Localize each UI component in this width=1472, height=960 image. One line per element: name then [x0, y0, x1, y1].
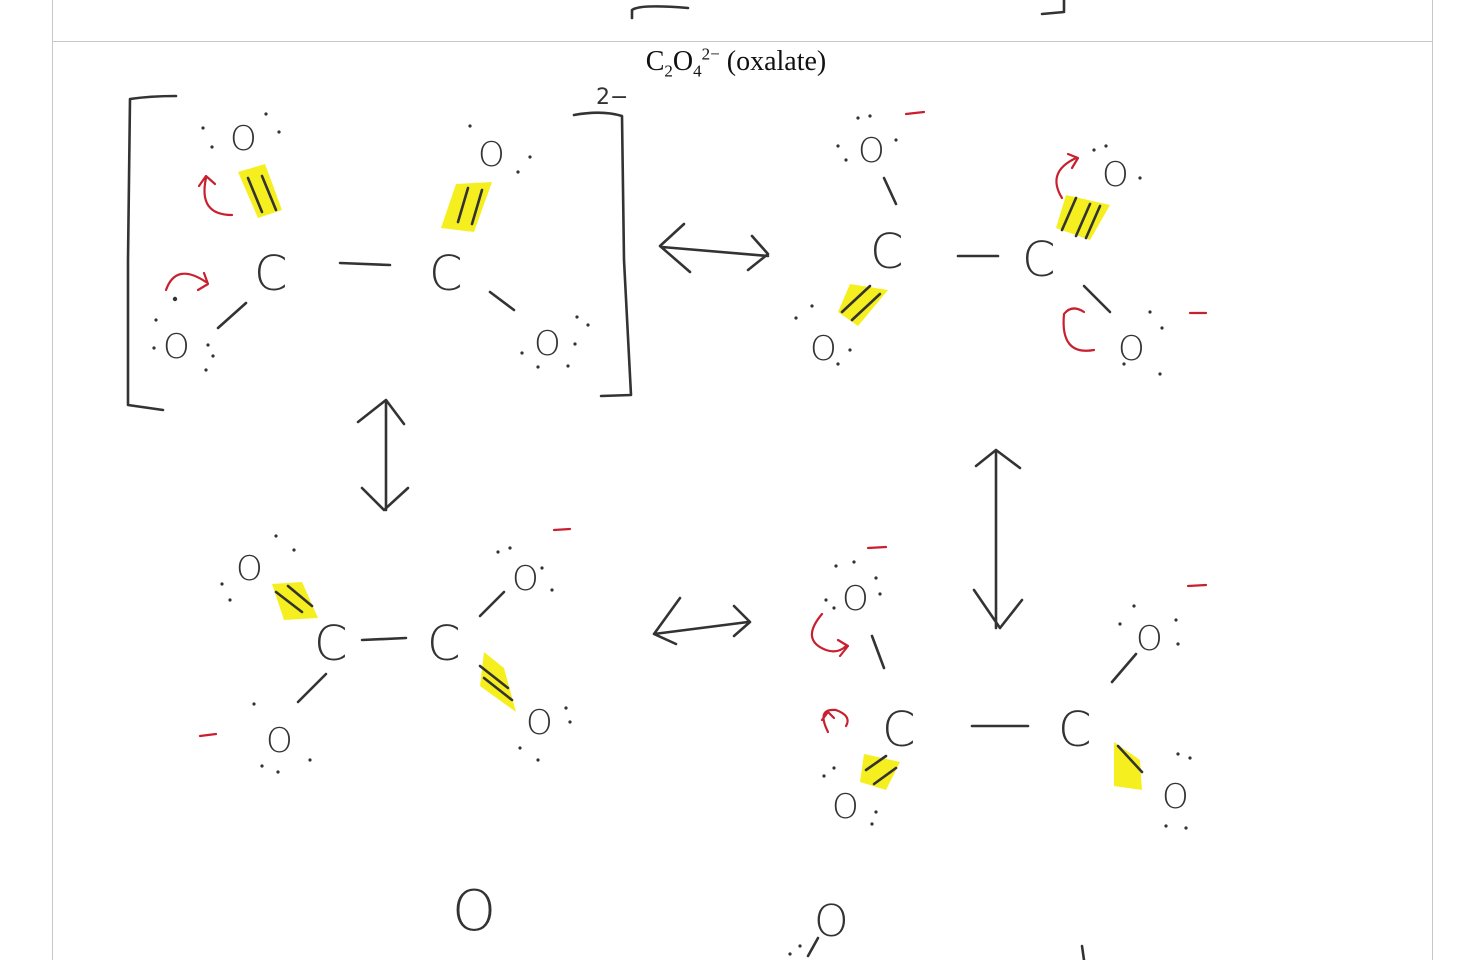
oxygen-atom: O: [832, 787, 859, 827]
resonance-structure-3: O O O O C C: [198, 527, 572, 774]
double-bond: [1060, 196, 1102, 240]
highlight: [1114, 742, 1142, 790]
oxygen-atom: O: [236, 549, 263, 589]
formal-charge: [866, 545, 888, 550]
single-bond: [1082, 284, 1112, 314]
previous-section-panel: [52, 0, 1433, 42]
single-bond: [296, 672, 328, 704]
oxygen-atom: O: [526, 703, 553, 743]
previous-section-remnant: [630, 0, 1066, 20]
single-bond: [870, 634, 886, 670]
carbon-atom: C: [870, 224, 904, 280]
highlight: [272, 582, 318, 620]
resonance-arrow: [972, 448, 1024, 630]
oxygen-atom: O: [534, 324, 561, 364]
electron-arrow: [820, 708, 849, 734]
carbon-atom: C: [1058, 702, 1092, 758]
resonance-structure-4: O O O O C C: [810, 545, 1208, 830]
single-bond: [806, 936, 820, 958]
formula-oxygen: O: [672, 46, 694, 77]
double-bond: [246, 174, 278, 214]
oxygen-atom: O: [1162, 777, 1189, 817]
single-bond: [360, 636, 408, 642]
next-structure-partial: O O: [452, 879, 1086, 960]
carbon-atom: C: [427, 616, 461, 672]
electron-arrow: [164, 271, 210, 292]
highlight: [860, 754, 900, 790]
oxygen-atom: O: [478, 135, 505, 175]
single-bond: [1110, 652, 1138, 684]
lone-pairs: [152, 112, 590, 372]
single-bond: [1080, 944, 1086, 960]
formula-carbon-subscript: 2: [664, 61, 673, 81]
double-bond: [1116, 744, 1144, 774]
single-bond: [478, 590, 506, 618]
oxygen-atom: O: [814, 896, 849, 947]
lone-pairs: [822, 560, 1192, 830]
formal-charge: [198, 732, 218, 738]
formal-charge: [552, 527, 572, 532]
oxygen-atom: O: [230, 119, 257, 159]
oxygen-atom: O: [452, 879, 496, 944]
ion-name: (oxalate): [719, 46, 827, 77]
oxygen-atom: O: [1102, 155, 1129, 195]
single-bond: [216, 301, 248, 330]
double-bond: [274, 584, 314, 614]
oxygen-atom: O: [163, 327, 190, 367]
right-bracket: [572, 111, 633, 398]
section-title: C2O42− (oxalate): [0, 44, 1472, 81]
oxygen-atom: O: [810, 329, 837, 369]
double-bond: [478, 664, 514, 702]
oxygen-atom: O: [266, 721, 293, 761]
carbon-atom: C: [1022, 232, 1056, 288]
single-bond: [338, 261, 392, 267]
formal-charge: [1186, 583, 1208, 588]
oxygen-atom: O: [1118, 329, 1145, 369]
overall-charge: 2−: [596, 85, 628, 110]
electron-arrow: [1055, 152, 1080, 200]
double-bond: [840, 284, 882, 322]
left-bracket: [126, 94, 178, 412]
highlight: [838, 284, 888, 326]
lone-pairs: [794, 114, 1164, 376]
oxalate-section-panel: [52, 42, 1433, 960]
carbon-atom: C: [314, 616, 348, 672]
resonance-arrow: [658, 222, 770, 274]
double-bond: [456, 186, 484, 226]
formula-charge: 2−: [701, 44, 720, 64]
lone-pairs: [220, 534, 572, 774]
single-bond: [882, 176, 898, 206]
highlight: [441, 182, 492, 232]
single-bond: [488, 290, 516, 312]
resonance-arrow: [356, 398, 410, 512]
electron-arrow: [197, 174, 234, 217]
oxygen-atom: O: [1136, 619, 1163, 659]
highlight: [480, 652, 516, 712]
double-bond: [864, 754, 898, 786]
carbon-atom: C: [882, 702, 916, 758]
resonance-structure-1: 2− O O O O C C: [126, 85, 633, 412]
formal-charge: [904, 110, 926, 116]
formula-oxygen-subscript: 4: [693, 61, 702, 81]
electron-arrow: [810, 612, 850, 658]
resonance-arrow: [652, 596, 752, 646]
carbon-atom: C: [429, 246, 463, 302]
oxygen-atom: O: [512, 559, 539, 599]
carbon-atom: C: [254, 246, 288, 302]
oxygen-atom: O: [842, 579, 869, 619]
oxygen-atom: O: [858, 131, 885, 171]
electron-arrow: [1062, 307, 1096, 352]
resonance-structure-2: O O O O C C: [794, 110, 1208, 376]
formula-carbon: C: [645, 46, 665, 77]
